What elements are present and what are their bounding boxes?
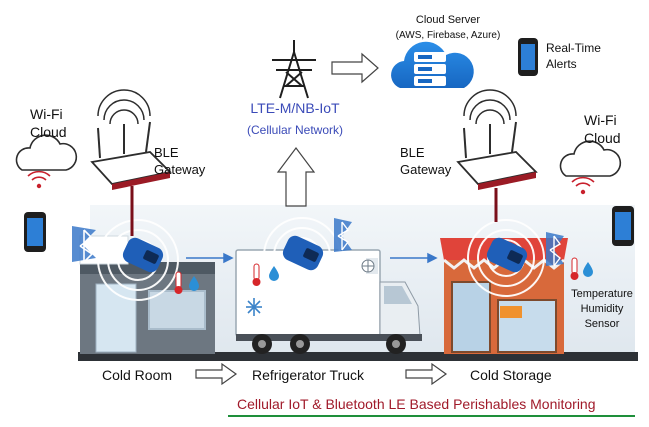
water-drop-icon (269, 266, 279, 281)
right-cloud-label-line1: Wi-Fi (584, 112, 617, 128)
cellular-network-label: (Cellular Network) (246, 123, 344, 137)
ble-sensor-tag-truck (282, 235, 324, 271)
alerts-label-line2: Alerts (546, 57, 577, 71)
signal-rings (97, 217, 545, 301)
cellular-name: LTE-M/NB-IoT (250, 100, 340, 116)
stage-cold-room: Cold Room (102, 367, 173, 383)
sensor-label-line1: Temperature (571, 288, 633, 300)
wifi-cloud-icon (559, 140, 622, 195)
right-gateway-label-line1: BLE (400, 145, 425, 160)
wifi-cloud-icon (15, 134, 78, 189)
cell-tower-icon (272, 40, 316, 99)
arrow-room-to-truck (195, 362, 238, 386)
cloud-server-icon (391, 41, 474, 88)
left-gateway-label-line1: BLE (154, 145, 179, 160)
snowflake-icon (246, 298, 262, 316)
caption-underline (228, 415, 635, 417)
ble-sensor-tag-cold-room (122, 237, 164, 273)
bluetooth-icon (72, 226, 96, 263)
router-icon (90, 89, 172, 190)
smartphone-icon (612, 206, 634, 246)
router-icon (456, 89, 538, 190)
sensor-label-line2: Humidity (580, 303, 624, 315)
water-drop-icon (583, 262, 593, 277)
flow-arrows (186, 252, 438, 264)
smartphone-icon (24, 212, 46, 252)
stage-refrigerator-truck: Refrigerator Truck (252, 367, 365, 383)
left-cloud-label-line2: Cloud (30, 124, 67, 140)
smartphone-icon (518, 38, 538, 76)
diagram-caption: Cellular IoT & Bluetooth LE Based Perish… (237, 396, 596, 412)
arrow-truck-to-storage (405, 362, 448, 386)
thermometer-icon (174, 271, 183, 294)
sensor-label-line3: Sensor (584, 318, 620, 330)
ble-sensor-tag-storage (486, 237, 528, 273)
bluetooth-icon (334, 218, 352, 252)
left-gateway-label-line2: Gateway (154, 162, 206, 177)
cloud-server-title: Cloud Server (415, 14, 481, 26)
thermometer-icon (570, 257, 579, 280)
arrow-to-cloud-server (331, 52, 379, 84)
water-drop-icon (189, 276, 199, 291)
right-cloud-label-line2: Cloud (584, 130, 621, 146)
left-cloud-label-line1: Wi-Fi (30, 106, 63, 122)
stage-cold-storage: Cold Storage (470, 367, 552, 383)
ground-road (78, 352, 638, 361)
arrow-up-to-cellular (276, 147, 316, 207)
bluetooth-icon (546, 232, 564, 267)
cloud-server-providers: (AWS, Firebase, Azure) (395, 30, 501, 41)
right-gateway-label-line2: Gateway (400, 162, 452, 177)
thermometer-icon (252, 263, 261, 286)
alerts-label-line1: Real-Time (546, 41, 601, 55)
